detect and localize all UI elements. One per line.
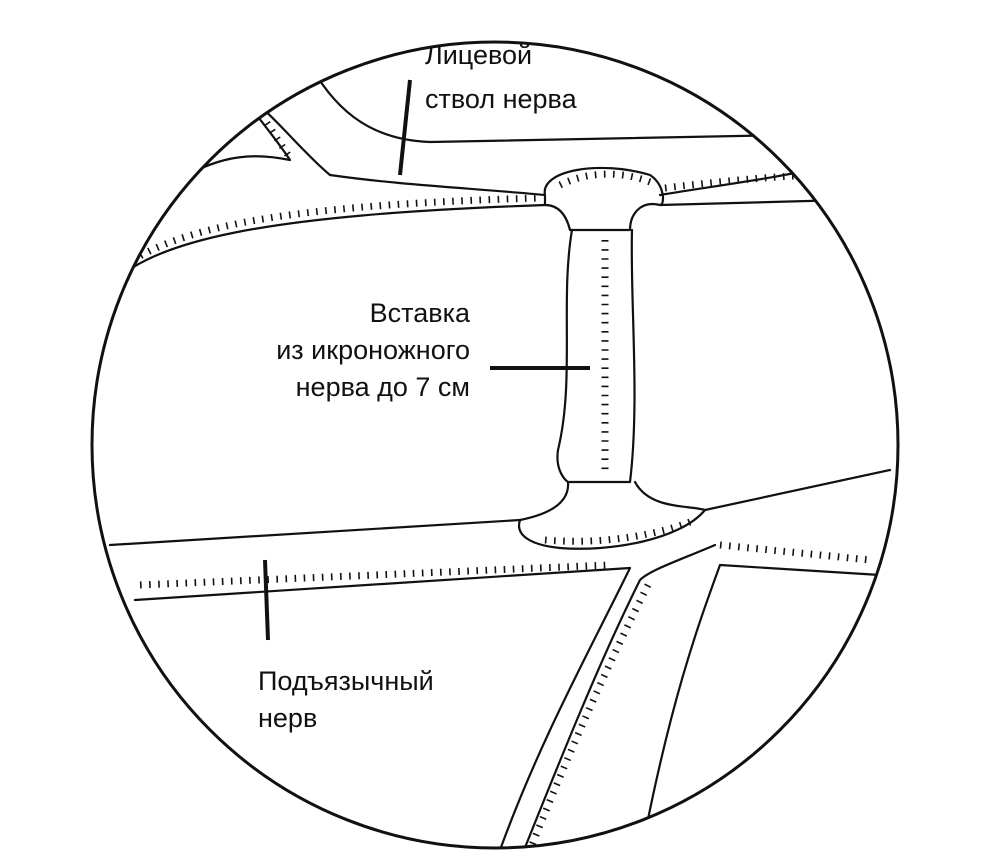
graft-label-3: нерва до 7 см: [296, 372, 470, 402]
hypoglossal-lower-edge: [133, 566, 632, 848]
graft-label-1: Вставка: [370, 298, 471, 328]
hypoglossal-leader-line: [263, 559, 270, 641]
lower-right-edge: [638, 563, 882, 848]
microscope-field-circle: [90, 40, 900, 850]
hypoglossal-label-1: Подъязычный: [258, 666, 434, 696]
hypoglossal-right-edge: [703, 468, 892, 512]
facial-trunk-upper-edge: [328, 173, 547, 197]
hypoglossal-label-2: нерв: [258, 703, 317, 733]
facial-distal-upper: [658, 163, 832, 197]
facial-trunk-lower-edge: [103, 203, 547, 292]
facial-leader-line: [398, 79, 412, 176]
facial-label-1: Лицевой: [425, 40, 532, 70]
right-hatch: [719, 541, 871, 564]
graft-tube: [556, 228, 636, 484]
small-branch: [158, 93, 332, 192]
hypoglossal-hatch: [139, 561, 611, 589]
graft-top-hatch: [558, 170, 652, 189]
graft-top-flare: [543, 166, 665, 232]
hypoglossal-upper-edge: [108, 518, 522, 547]
graft-label-2: из икроножного: [276, 335, 470, 365]
graft-bottom-hatch: [544, 516, 697, 545]
graft-bottom-flare: [517, 480, 707, 550]
hypoglossal-branch: [518, 543, 717, 848]
facial-trunk-hatch: [123, 194, 541, 268]
facial-label-2: ствол нерва: [425, 84, 578, 114]
branch-hatch: [526, 583, 652, 848]
facial-distal-hatch: [664, 171, 831, 192]
